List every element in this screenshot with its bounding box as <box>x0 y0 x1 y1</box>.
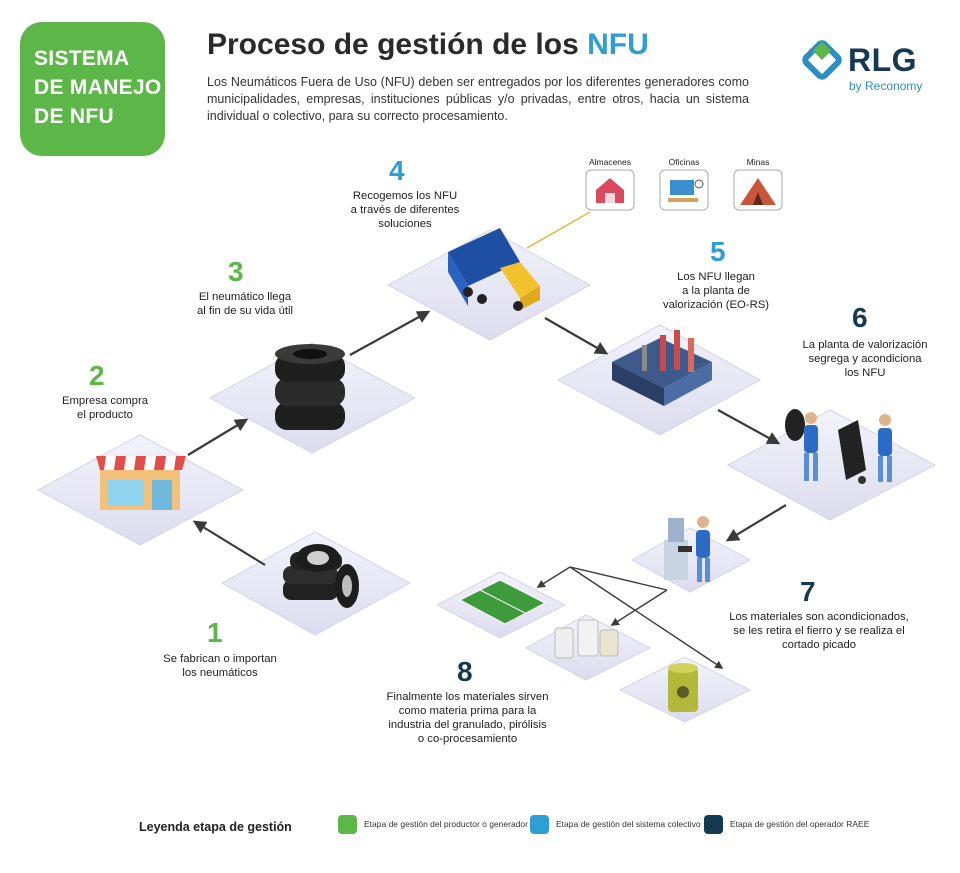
legend-swatch-producer <box>338 815 357 834</box>
step-text-line: el producto <box>77 409 133 421</box>
badge-line: DE NFU <box>34 105 114 128</box>
store-icon <box>96 456 186 510</box>
step-text-line: como materia prima para la <box>398 705 537 717</box>
legend-label-operator: Etapa de gestión del operador RAEE <box>730 819 870 829</box>
step-text-line: soluciones <box>378 218 432 230</box>
system-badge: SISTEMA DE MANEJO DE NFU <box>20 22 165 156</box>
arrow-4-to-5 <box>544 317 609 355</box>
granulate-bags-icon <box>554 619 619 659</box>
legend-swatch-operator <box>704 815 723 834</box>
step-number-6: 6 <box>852 302 868 333</box>
step-number-8: 8 <box>457 656 473 687</box>
step-text-line: Los materiales son acondicionados, <box>729 611 909 623</box>
truck-icon <box>448 228 540 311</box>
step-number-5: 5 <box>710 236 726 267</box>
step-text-line: o co-procesamiento <box>417 733 518 745</box>
step-text-line: El neumático llega <box>198 291 292 303</box>
tire-stack-icon <box>275 344 345 430</box>
arrow-1-to-2 <box>192 520 266 566</box>
mine-icon <box>733 169 783 211</box>
flow-arrows <box>187 310 787 669</box>
step-text-line: cortado picado <box>781 639 857 651</box>
step-text-line: Empresa compra <box>61 395 148 407</box>
step-number-2: 2 <box>89 360 105 391</box>
arrow-6-to-7 <box>725 504 787 542</box>
source-connector <box>526 211 591 249</box>
step-text-line: los neumáticos <box>182 667 258 679</box>
step-number-4: 4 <box>389 155 405 186</box>
cutting-machine-icon <box>664 516 710 582</box>
step-text-5: Los NFU llegan a la planta de valorizaci… <box>646 270 786 312</box>
badge-line: DE MANEJO <box>34 76 162 99</box>
step-number-3: 3 <box>228 256 244 287</box>
intro-paragraph: Los Neumáticos Fuera de Uso (NFU) deben … <box>207 75 749 123</box>
source-label-warehouse: Almacenes <box>588 157 632 167</box>
legend-swatch-collective <box>530 815 549 834</box>
step-text-6: La planta de valorización segrega y acon… <box>785 338 945 380</box>
step-text-line: los NFU <box>844 367 886 379</box>
arrow-7-to-bags <box>610 589 668 626</box>
step-text-3: El neumático llega al fin de su vida úti… <box>170 290 320 318</box>
step-text-line: Recogemos los NFU <box>352 190 458 202</box>
step-text-line: a la planta de <box>682 285 750 297</box>
arrow-2-to-3 <box>187 418 249 456</box>
step-text-line: se les retira el fierro y se realiza el <box>733 625 905 637</box>
step-text-line: valorización (EO-RS) <box>662 299 770 311</box>
badge-line: SISTEMA <box>34 47 130 70</box>
step-text-line: Se fabrican o importan <box>163 653 277 665</box>
page-title: Proceso de gestión de los NFU <box>207 28 649 62</box>
office-icon <box>659 169 709 211</box>
tires-icon <box>283 544 359 608</box>
step-text-7: Los materiales son acondicionados, se le… <box>708 610 930 652</box>
step-text-line: industria del granulado, pirólisis <box>388 719 547 731</box>
step-text-line: Los NFU llegan <box>677 271 755 283</box>
step-text-line: a través de diferentes <box>350 204 460 216</box>
legend-label-producer: Etapa de gestión del productor o generad… <box>364 819 528 829</box>
arrow-7-to-field <box>536 566 668 591</box>
title-highlight: NFU <box>587 28 649 61</box>
step-text-line: segrega y acondiciona <box>808 353 922 365</box>
step-text-line: al fin de su vida útil <box>196 305 294 317</box>
step-text-2: Empresa compra el producto <box>40 394 170 422</box>
title-text: Proceso de gestión de los <box>207 28 588 61</box>
arrow-5-to-6 <box>717 409 781 445</box>
legend-title: Leyenda etapa de gestión <box>139 820 292 834</box>
factory-icon <box>612 330 712 406</box>
step-text-8: Finalmente los materiales sirven como ma… <box>370 690 565 746</box>
arrow-7-to-barrel <box>569 566 724 669</box>
warehouse-icon <box>585 169 635 211</box>
rlg-logo-icon <box>802 40 842 80</box>
fuel-barrel-icon <box>668 663 698 712</box>
step-number-1: 1 <box>207 617 223 648</box>
workers-icon <box>785 409 892 484</box>
sports-field-icon <box>458 579 547 625</box>
platform-step-6 <box>726 409 937 521</box>
source-label-mine: Minas <box>746 157 770 167</box>
step-text-line: La planta de valorización <box>802 339 928 351</box>
legend-label-collective: Etapa de gestión del sistema colectivo <box>556 819 701 829</box>
logo-subtitle: by Reconomy <box>849 79 923 93</box>
step-text-line: Finalmente los materiales sirven <box>386 691 549 703</box>
arrow-3-to-4 <box>349 310 431 356</box>
step-text-4: Recogemos los NFU a través de diferentes… <box>335 189 475 231</box>
step-text-1: Se fabrican o importan los neumáticos <box>145 652 295 680</box>
logo-name: RLG <box>848 42 918 78</box>
source-label-office: Oficinas <box>668 157 700 167</box>
step-number-7: 7 <box>800 576 816 607</box>
